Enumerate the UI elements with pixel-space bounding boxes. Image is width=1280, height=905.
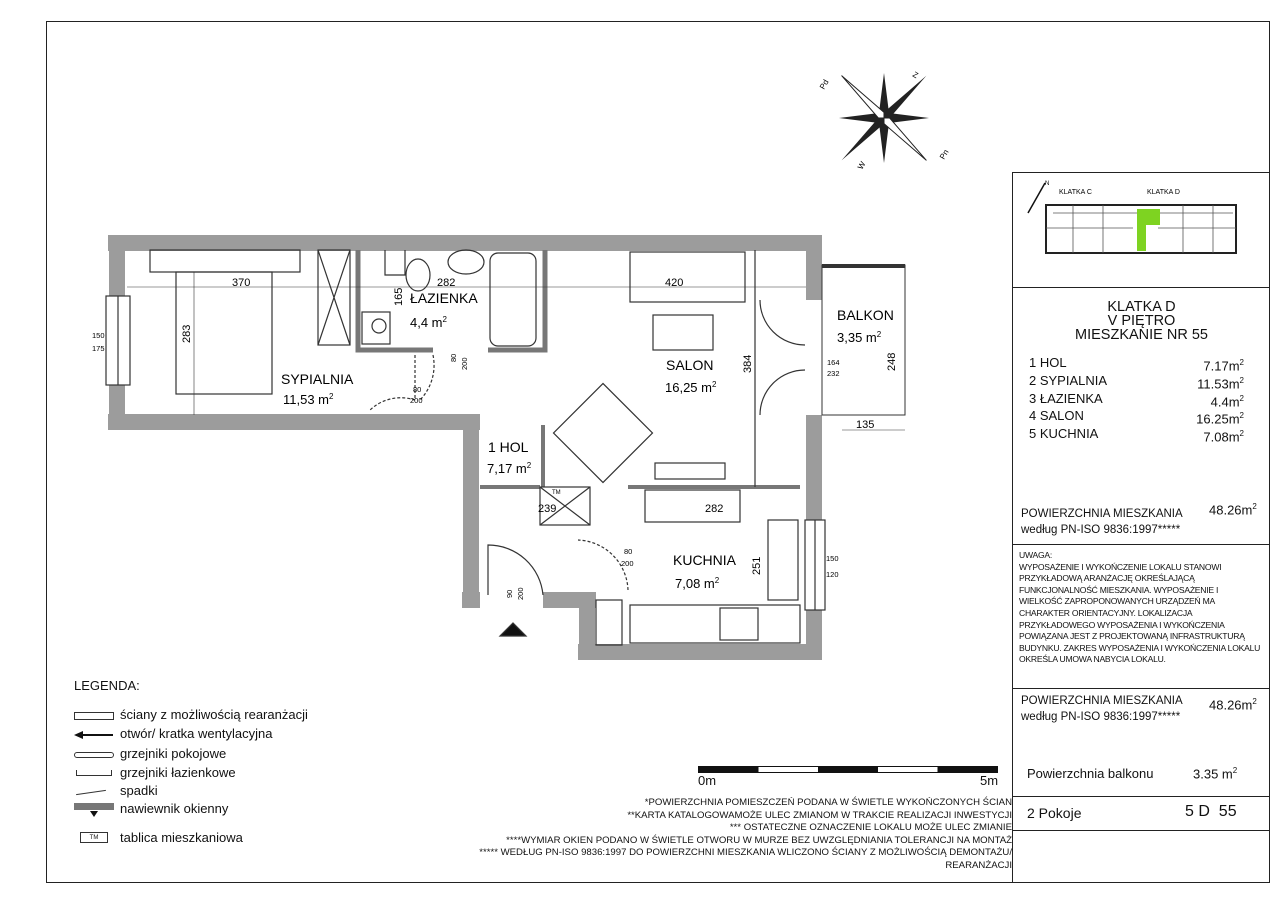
apartment-code: 5 D 55 [1185, 803, 1237, 820]
dim: 248 [886, 353, 898, 371]
apartment-highlight [1137, 209, 1160, 251]
room-area-balkon: 3,35 m2 [837, 330, 882, 345]
svg-text:90: 90 [505, 590, 514, 598]
balcony-area-value: 3.35 m2 [1193, 766, 1238, 782]
dim: 239 [538, 503, 556, 515]
compass-pn: Pn [938, 148, 951, 161]
interior-walls [105, 249, 906, 646]
room-name-lazienka: ŁAZIENKA [410, 290, 478, 306]
svg-text:N: N [1045, 181, 1049, 187]
dim: 251 [751, 557, 763, 575]
legend-item: grzejniki pokojowe [120, 746, 227, 761]
svg-text:200: 200 [410, 396, 423, 405]
compass-z: Z [911, 70, 920, 80]
dim: 283 [181, 325, 193, 343]
total-area-value-2: 48.26m2 [1209, 697, 1257, 713]
dim: 370 [232, 277, 250, 289]
key-plan: N KLATKA C KLATKA D [1013, 172, 1270, 288]
legend-item: grzejniki łazienkowe [120, 765, 236, 780]
footnotes: *POWIERZCHNIA POMIESZCZEŃ PODANA W ŚWIET… [479, 797, 1012, 871]
legend-item: ściany z możliwością rearanżacji [120, 707, 308, 722]
legend-title: LEGENDA: [74, 678, 140, 693]
compass-rose: Z Pn Pd W [818, 70, 951, 171]
room-area-sypialnia: 11,53 m2 [283, 392, 334, 407]
legend-item: tablica mieszkaniowa [120, 830, 243, 845]
svg-text:200: 200 [460, 357, 469, 370]
svg-text:150: 150 [92, 331, 105, 340]
room-name-balkon: BALKON [837, 307, 894, 323]
rooms-count: 2 Pokoje [1027, 805, 1082, 821]
drawing-frame [46, 21, 1270, 883]
svg-text:80: 80 [449, 354, 458, 362]
svg-text:TM: TM [552, 490, 561, 496]
svg-text:120: 120 [826, 570, 839, 579]
floor-plan: Z Pn Pd W SYPIALNIA 11,53 m2 ŁAZIENKA 4,… [92, 70, 951, 660]
dim: 384 [742, 355, 754, 373]
svg-text:232: 232 [827, 369, 840, 378]
compass-w: W [856, 160, 868, 171]
svg-text:164: 164 [827, 358, 840, 367]
room-name-sypialnia: SYPIALNIA [281, 371, 354, 387]
compass-pd: Pd [818, 78, 831, 91]
room-name-salon: SALON [666, 357, 713, 373]
room-area-salon: 16,25 m2 [665, 380, 717, 395]
svg-text:80: 80 [413, 385, 421, 394]
legend-item: spadki [120, 783, 158, 798]
balcony-area-label: Powierzchnia balkonu [1027, 766, 1154, 781]
dim: 135 [856, 419, 874, 431]
vent-arrow-icon [74, 731, 83, 739]
dim: 282 [705, 503, 723, 515]
room-name-kuchnia: KUCHNIA [673, 552, 737, 568]
svg-text:80: 80 [624, 547, 632, 556]
room-area-lazienka: 4,4 m2 [410, 315, 448, 330]
dim: 420 [665, 277, 683, 289]
svg-text:KLATKA C: KLATKA C [1059, 189, 1092, 196]
room-area-kuchnia: 7,08 m2 [675, 576, 720, 591]
svg-text:KLATKA D: KLATKA D [1147, 189, 1180, 196]
total-area-value: 48.26m2 [1209, 502, 1257, 518]
svg-text:200: 200 [516, 587, 525, 600]
notice: UWAGA: WYPOSAŻENIE I WYKOŃCZENIE LOKALU … [1013, 544, 1270, 688]
room-area-hol: 7,17 m2 [487, 461, 532, 476]
svg-text:150: 150 [826, 554, 839, 563]
svg-text:175: 175 [92, 344, 105, 353]
dim: 165 [393, 288, 405, 306]
dim: 282 [437, 277, 455, 289]
exterior-walls [108, 235, 822, 660]
room-name-hol: 1 HOL [488, 439, 529, 455]
svg-text:200: 200 [621, 559, 634, 568]
legend-item: otwór/ kratka wentylacyjna [120, 726, 273, 741]
legend-item: nawiewnik okienny [120, 801, 229, 816]
